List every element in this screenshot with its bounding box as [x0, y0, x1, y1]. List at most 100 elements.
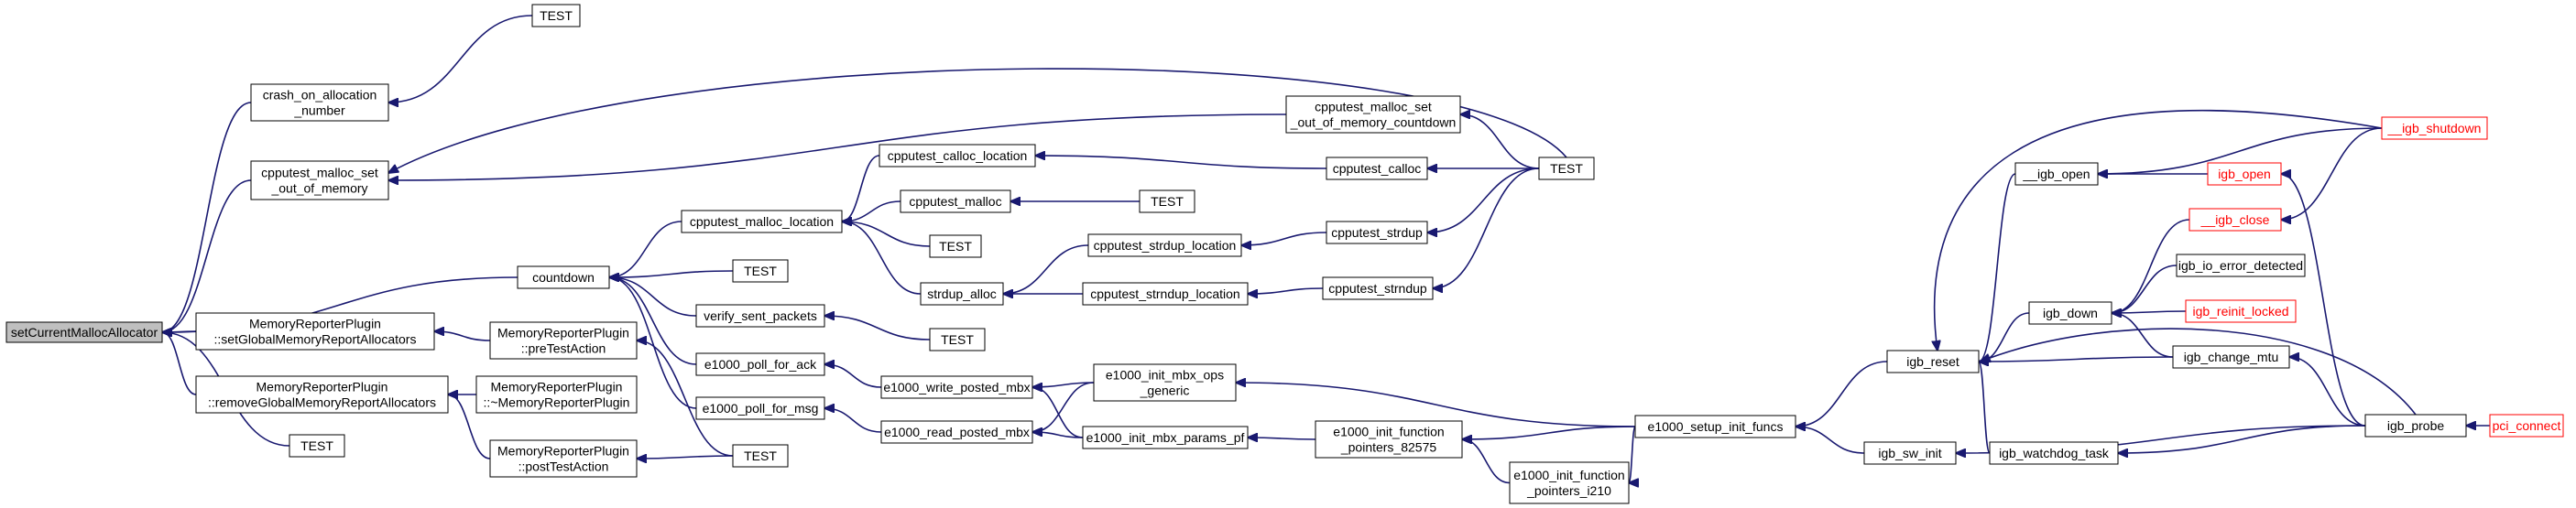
- edge-igb-watchdog-task-to-igb-reset: [1979, 362, 1991, 454]
- graph-node-cpputest-strdup[interactable]: cpputest_strdup: [1326, 221, 1428, 244]
- graph-node-setcurrentmallocallocator[interactable]: setCurrentMallocAllocator: [5, 321, 163, 343]
- graph-node-cpputest-malloc-location[interactable]: cpputest_malloc_location: [681, 210, 843, 233]
- node-box: [1322, 276, 1434, 300]
- graph-node---igb-close[interactable]: __igb_close: [2189, 208, 2282, 232]
- node-label: igb_reset: [1906, 354, 1959, 369]
- graph-node-e1000-init-mbx-params-pf[interactable]: e1000_init_mbx_params_pf: [1082, 426, 1249, 449]
- graph-node-e1000-poll-for-msg[interactable]: e1000_poll_for_msg: [695, 396, 825, 420]
- edge-cpputest-malloc-set-out-of-memory-to-setcurrentmallocallocator: [162, 179, 252, 332]
- edge-test-3-to-cpputest-malloc-location: [842, 222, 931, 247]
- node-label: TEST: [1550, 161, 1583, 176]
- graph-node-e1000-init-function-pointers-82575[interactable]: e1000_init_function_pointers_82575: [1315, 420, 1463, 459]
- graph-node-e1000-setup-init-funcs[interactable]: e1000_setup_init_funcs: [1634, 415, 1796, 438]
- node-label: ::removeGlobalMemoryReportAllocators: [208, 395, 436, 410]
- edge-igb-reinit-locked-to-igb-down: [2112, 311, 2187, 313]
- node-box: [900, 189, 1011, 213]
- graph-node-test-1[interactable]: TEST: [531, 4, 581, 27]
- graph-node-test-7[interactable]: TEST: [289, 434, 345, 458]
- node-box: [517, 265, 610, 289]
- node-box: [695, 396, 825, 420]
- graph-node-e1000-poll-for-ack[interactable]: e1000_poll_for_ack: [695, 352, 825, 376]
- graph-node-igb-reinit-locked[interactable]: igb_reinit_locked: [2185, 299, 2297, 323]
- graph-node-crash-on-allocation-number[interactable]: crash_on_allocation_number: [250, 83, 389, 122]
- graph-node-cpputest-strdup-location[interactable]: cpputest_strdup_location: [1087, 233, 1242, 257]
- node-label: e1000_init_mbx_ops: [1106, 368, 1224, 383]
- graph-node-strdup-alloc[interactable]: strdup_alloc: [920, 282, 1004, 306]
- node-label: __igb_open: [2022, 167, 2090, 181]
- node-label: igb_change_mtu: [2184, 350, 2279, 364]
- graph-node-cpputest-calloc-location[interactable]: cpputest_calloc_location: [879, 144, 1036, 168]
- edge-strdup-alloc-to-cpputest-malloc-location: [842, 222, 922, 295]
- graph-node-test-5[interactable]: TEST: [929, 328, 986, 351]
- node-label: cpputest_malloc_location: [690, 214, 834, 229]
- edge-igb-sw-init-to-e1000-setup-init-funcs: [1796, 427, 1865, 454]
- graph-node-igb-sw-init[interactable]: igb_sw_init: [1863, 441, 1957, 465]
- edge-cpputest-calloc-to-cpputest-calloc-location: [1035, 156, 1327, 169]
- graph-node-cpputest-malloc[interactable]: cpputest_malloc: [900, 189, 1011, 213]
- node-label: cpputest_strdup_location: [1094, 238, 1237, 253]
- graph-node-igb-probe[interactable]: igb_probe: [2364, 414, 2467, 438]
- node-box: [1634, 415, 1796, 438]
- edge-cpputest-malloc-to-cpputest-malloc-location: [842, 200, 901, 222]
- node-box: [489, 439, 638, 478]
- edge---igb-shutdown-to---igb-close: [2281, 127, 2383, 220]
- graph-node-e1000-read-posted-mbx[interactable]: e1000_read_posted_mbx: [880, 420, 1033, 444]
- edge-cpputest-malloc-set-out-of-memory-countdown-to-cpputest-malloc-set-out-of-memory: [388, 113, 1287, 180]
- edge-igb-probe-to-igb-watchdog-task: [2118, 425, 2366, 453]
- node-label: igb_probe: [2387, 418, 2444, 433]
- graph-node-mrp-posttestaction[interactable]: MemoryReporterPlugin::postTestAction: [489, 439, 638, 478]
- node-label: cpputest_strndup: [1328, 281, 1427, 296]
- edge-e1000-setup-init-funcs-to-e1000-init-function-pointers-82575: [1462, 426, 1636, 439]
- graph-node-igb-watchdog-task[interactable]: igb_watchdog_task: [1989, 441, 2119, 465]
- graph-node-mrp-destructor[interactable]: MemoryReporterPlugin::~MemoryReporterPlu…: [475, 375, 638, 414]
- edge-test-4-to-countdown: [609, 270, 734, 277]
- graph-node-igb-io-error-detected[interactable]: igb_io_error_detected: [2176, 254, 2306, 277]
- graph-node-test-6[interactable]: TEST: [732, 444, 789, 468]
- node-box: [2185, 299, 2297, 323]
- graph-node-igb-change-mtu[interactable]: igb_change_mtu: [2172, 345, 2290, 369]
- node-box: [195, 375, 449, 414]
- node-label: e1000_write_posted_mbx: [883, 380, 1030, 395]
- graph-node---igb-shutdown[interactable]: __igb_shutdown: [2381, 116, 2488, 140]
- graph-node-mrp-setglobal[interactable]: MemoryReporterPlugin::setGlobalMemoryRep…: [195, 312, 435, 351]
- node-label: MemoryReporterPlugin: [497, 444, 629, 459]
- node-label: e1000_read_posted_mbx: [884, 425, 1030, 439]
- graph-node---igb-open[interactable]: __igb_open: [2014, 162, 2099, 186]
- node-box: [681, 210, 843, 233]
- node-label: cpputest_calloc_location: [888, 148, 1028, 163]
- graph-node-e1000-init-mbx-ops-generic[interactable]: e1000_init_mbx_ops_generic: [1093, 363, 1237, 402]
- graph-node-igb-down[interactable]: igb_down: [2028, 301, 2112, 325]
- edge-mrp-posttestaction-to-mrp-removeglobal: [448, 395, 491, 459]
- node-box: [2489, 414, 2564, 438]
- graph-node-igb-reset[interactable]: igb_reset: [1886, 350, 1980, 373]
- graph-node-pci-connect[interactable]: pci_connect: [2489, 414, 2564, 438]
- graph-node-test-big[interactable]: TEST: [1538, 157, 1595, 180]
- graph-node-test-2[interactable]: TEST: [1139, 189, 1195, 213]
- graph-node-verify-sent-packets[interactable]: verify_sent_packets: [695, 304, 825, 328]
- node-box: [2028, 301, 2112, 325]
- node-label: _generic: [1140, 384, 1190, 398]
- edge-test-big-to-cpputest-strdup: [1427, 168, 1540, 232]
- node-box: [732, 444, 789, 468]
- node-box: [1082, 426, 1249, 449]
- graph-node-cpputest-strndup[interactable]: cpputest_strndup: [1322, 276, 1434, 300]
- graph-node-cpputest-malloc-set-out-of-memory-countdown[interactable]: cpputest_malloc_set_out_of_memory_countd…: [1285, 95, 1461, 134]
- graph-node-e1000-init-function-pointers-i210[interactable]: e1000_init_function_pointers_i210: [1509, 461, 1630, 504]
- node-box: [880, 375, 1033, 399]
- graph-node-cpputest-malloc-set-out-of-memory[interactable]: cpputest_malloc_set_out_of_memory: [250, 160, 389, 200]
- node-label: TEST: [300, 438, 333, 453]
- graph-node-cpputest-strndup-location[interactable]: cpputest_strndup_location: [1082, 282, 1249, 306]
- graph-node-mrp-removeglobal[interactable]: MemoryReporterPlugin::removeGlobalMemory…: [195, 375, 449, 414]
- graph-node-cpputest-calloc[interactable]: cpputest_calloc: [1326, 157, 1428, 180]
- edge-igb-io-error-detected-to-igb-down: [2112, 265, 2178, 313]
- graph-node-e1000-write-posted-mbx[interactable]: e1000_write_posted_mbx: [880, 375, 1033, 399]
- node-box: [489, 321, 638, 360]
- edge-e1000-setup-init-funcs-to-e1000-init-mbx-ops-generic: [1236, 383, 1636, 427]
- graph-node-igb-open[interactable]: igb_open: [2207, 162, 2282, 186]
- node-label: cpputest_strndup_location: [1090, 286, 1239, 301]
- edge-e1000-poll-for-ack-to-countdown: [609, 277, 697, 365]
- graph-node-test-4[interactable]: TEST: [732, 259, 789, 283]
- graph-node-test-3[interactable]: TEST: [929, 234, 982, 258]
- graph-node-mrp-pretestaction[interactable]: MemoryReporterPlugin::preTestAction: [489, 321, 638, 360]
- graph-node-countdown[interactable]: countdown: [517, 265, 610, 289]
